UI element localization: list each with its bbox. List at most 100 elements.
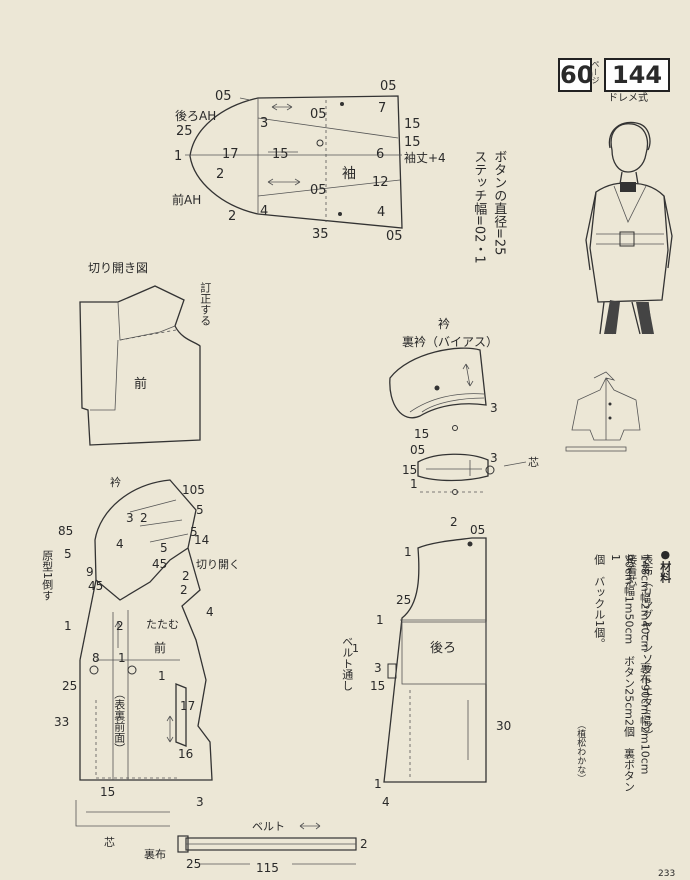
sleeve-dim: 05 xyxy=(215,89,232,104)
sleeve-dim: 2 xyxy=(216,167,224,182)
brand-label: ドレメ式 xyxy=(608,93,648,104)
front-dim: 9 xyxy=(86,565,94,579)
page-number: 60 xyxy=(558,58,593,92)
belt-pattern: ベルト 2 25 115 xyxy=(177,820,368,875)
slash-label: 切り開く xyxy=(196,558,240,571)
facing-label: （表裏前面） xyxy=(112,688,126,754)
belt-dim: 2 xyxy=(360,837,368,851)
materials-heading: ●材料 xyxy=(658,548,672,583)
back-dim: 2 xyxy=(450,515,458,529)
collar-dim: 05 xyxy=(410,443,425,457)
back-dim: 1 xyxy=(376,613,384,627)
sleeve-dim: 25 xyxy=(176,124,193,139)
collar-dim: 3 xyxy=(490,451,498,465)
materials-line-1: 表布（リングヤーンソフトエタミン） xyxy=(640,554,654,741)
collar-detail: 衿 裏衿（バイアス） 3 15 05 15 1 3 芯 xyxy=(389,316,539,495)
front-dim: 45 xyxy=(88,579,103,593)
belt-dim: 115 xyxy=(256,861,279,875)
item-number: 144 xyxy=(604,58,670,92)
collar-dim: 1 xyxy=(410,477,418,491)
correction-label: 訂正する xyxy=(198,282,212,326)
fold-label: たたむ xyxy=(146,618,179,631)
front-dim: 1 xyxy=(118,651,126,665)
sleeve-dim: 35 xyxy=(312,227,329,242)
back-label: 後ろ xyxy=(430,641,456,656)
front-dim: 2 xyxy=(182,569,190,583)
cut-open-title: 切り開き図 xyxy=(88,261,148,275)
sleeve-pattern: 05 後ろAH 3 25 05 05 05 7 15 15 1 17 15 袖 … xyxy=(172,79,446,244)
materials-line-4: 個 バックル1個。 xyxy=(592,554,606,649)
collar-dim: 15 xyxy=(414,427,429,441)
collar-dim: 15 xyxy=(402,463,417,477)
front-dim: 1 xyxy=(64,619,72,633)
front-dim: 5 xyxy=(190,525,198,539)
sleeve-dim: 15 xyxy=(404,135,421,150)
sleeve-dim: 3 xyxy=(260,116,268,131)
sleeve-dim: 15 xyxy=(272,147,289,162)
front-dim: 25 xyxy=(62,679,77,693)
page-corner-number: 233 xyxy=(658,869,675,879)
button-note-2: ステッチ幅=02・1 xyxy=(471,150,487,264)
front-dim: 16 xyxy=(178,747,193,761)
back-dim: 25 xyxy=(396,593,411,607)
front-pattern: 衿 105 5 3 2 85 5 4 5 14 5 45 9 xyxy=(54,475,240,861)
front-dim: 5 xyxy=(64,547,72,561)
lining-label: 裏布 xyxy=(144,847,166,861)
front-dim: 5 xyxy=(196,503,204,517)
back-dim: 05 xyxy=(470,523,485,537)
button-note-1: ボタンの直径=25 xyxy=(491,150,507,256)
back-dim: 30 xyxy=(496,719,511,733)
front-dim: 8 xyxy=(92,651,100,665)
back-dim: 3 xyxy=(374,661,382,675)
cut-open-front-label: 前 xyxy=(134,376,147,392)
sleeve-label: 袖 xyxy=(342,166,356,182)
belt-loop-label: ベルト通し xyxy=(340,636,354,691)
front-dim: 3 xyxy=(126,511,134,525)
base-pattern-label: 原型1倒す xyxy=(40,550,54,601)
sleeve-dim: 4 xyxy=(377,205,385,220)
sleeve-length-note: 袖丈+4 xyxy=(404,150,446,165)
collar-core-label: 芯 xyxy=(528,455,539,469)
materials-credit: （植松わかな） xyxy=(575,720,586,783)
cut-open-diagram: 切り開き図 前 xyxy=(79,261,201,446)
front-armhole-label: 前AH xyxy=(172,192,201,207)
back-pattern: 2 05 1 25 1 後ろ 1 3 15 30 1 4 xyxy=(352,515,511,809)
back-dim: 4 xyxy=(382,795,390,809)
back-dim: 15 xyxy=(370,679,385,693)
front-dim: 1 xyxy=(158,669,166,683)
collar-dim: 3 xyxy=(490,401,498,415)
sleeve-dim: 4 xyxy=(260,204,268,219)
front-dim: 14 xyxy=(194,533,209,547)
sleeve-dim: 05 xyxy=(380,79,397,94)
front-dim: 2 xyxy=(116,619,124,633)
back-armhole-label: 後ろAH xyxy=(175,109,216,123)
sleeve-dim: 17 xyxy=(222,147,239,162)
front-dim: 2 xyxy=(180,583,188,597)
collar-title: 衿 xyxy=(438,316,450,331)
front-dim: 3 xyxy=(196,795,204,809)
sleeve-dim: 1 xyxy=(174,149,182,164)
sleeve-dim: 7 xyxy=(378,101,386,116)
pattern-number-badge: 60 ページ 144 ドレメ式 xyxy=(558,58,670,104)
front-dim: 33 xyxy=(54,715,69,729)
sleeve-dim: 05 xyxy=(310,183,327,198)
belt-dim: 25 xyxy=(186,857,201,871)
back-dim: 1 xyxy=(404,545,412,559)
front-dim: 2 xyxy=(140,511,148,525)
front-dim: 15 xyxy=(100,785,115,799)
materials-line-3: 90cm幅1m50cm ボタン25cm2個 裏ボタン1 xyxy=(608,554,636,792)
front-dim: 105 xyxy=(182,483,205,497)
sleeve-dim: 05 xyxy=(310,107,327,122)
sleeve-dim: 12 xyxy=(372,175,389,190)
front-collar-label: 衿 xyxy=(110,475,121,489)
front-inner-label: 前 xyxy=(154,640,166,655)
belt-loop-num: 1 xyxy=(352,642,359,655)
front-dim: 17 xyxy=(180,699,195,713)
front-dim: 4 xyxy=(116,537,124,551)
sleeve-dim: 15 xyxy=(404,117,421,132)
sleeve-dim: 2 xyxy=(228,209,236,224)
undercollar-label: 裏衿（バイアス） xyxy=(402,334,498,349)
materials-line-2: 148cm幅2m40cm 裏布90cm幅2m10cm 接着芯 xyxy=(624,554,652,786)
front-dim: 4 xyxy=(206,605,214,619)
